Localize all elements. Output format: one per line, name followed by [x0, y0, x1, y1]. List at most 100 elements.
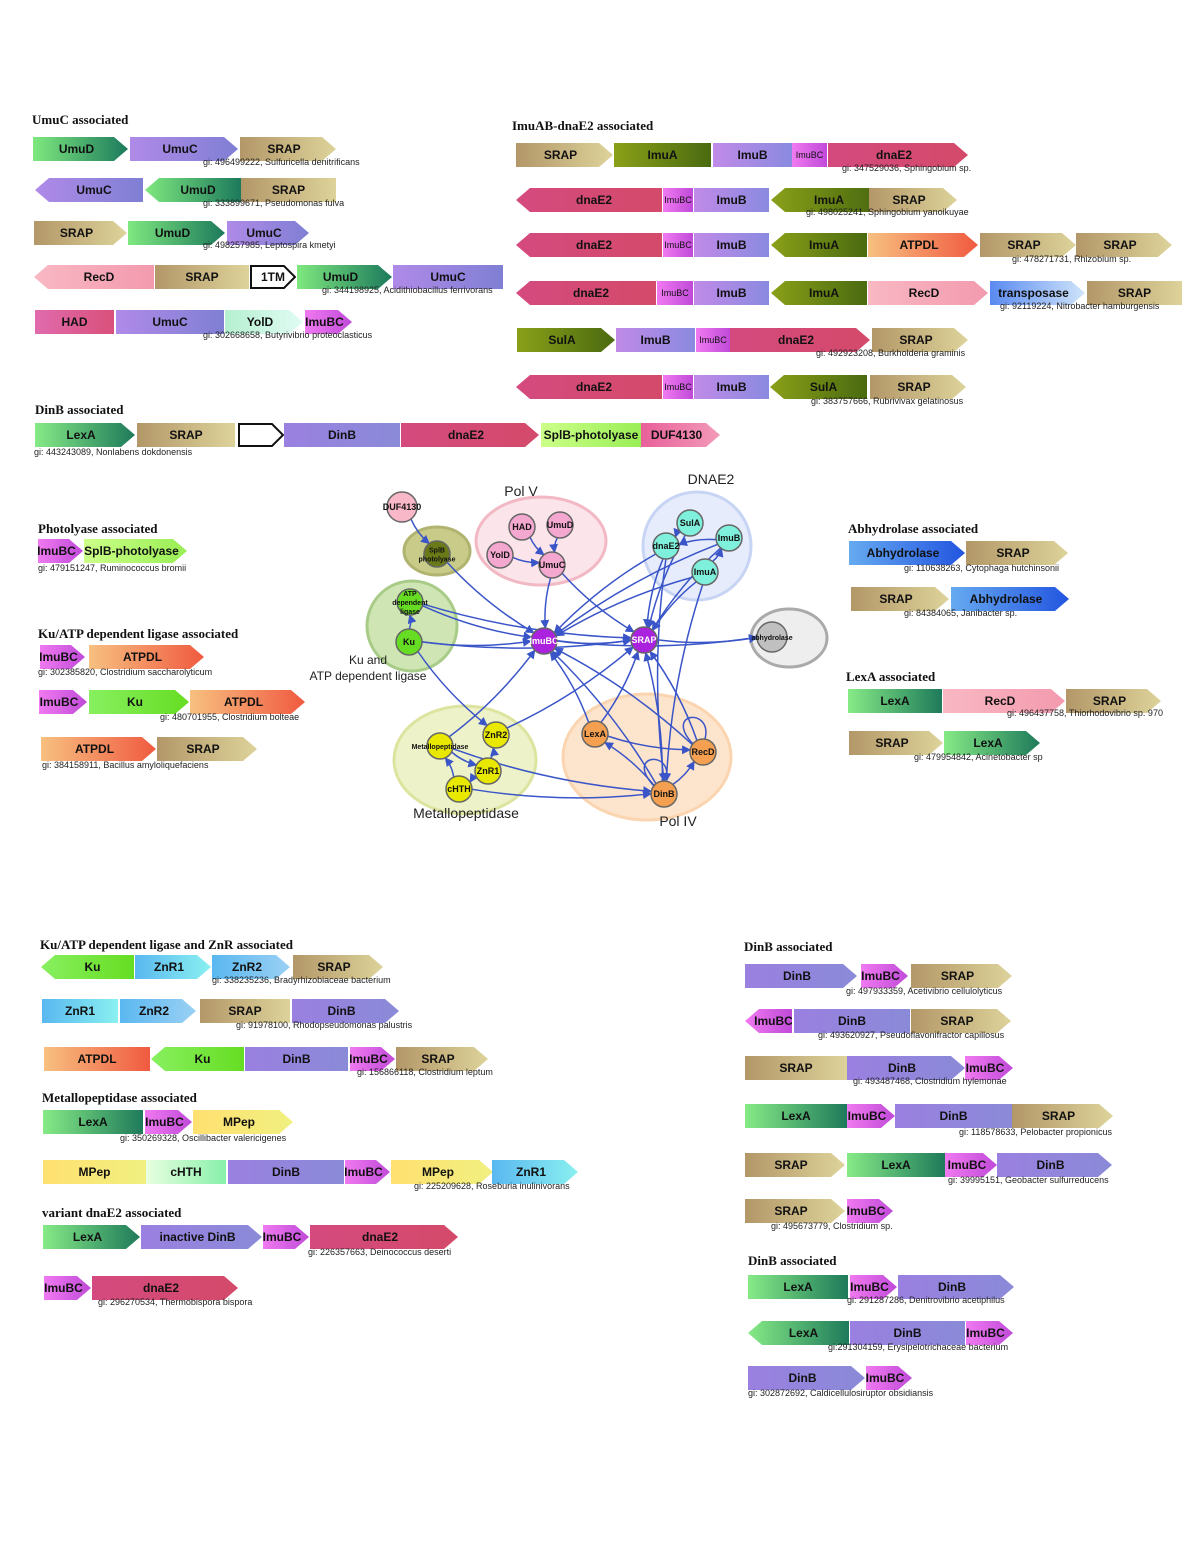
gene-arrow-recd: RecD: [34, 265, 154, 289]
gene-arrow-srap: SRAP: [241, 178, 336, 202]
gene-arrow-srap: SRAP: [1012, 1104, 1113, 1128]
gene-arrow-sula: SulA: [517, 328, 615, 352]
operon-caption: gi: 496499222, Sulfuricella denitrifican…: [203, 157, 360, 167]
operon-caption: gi: 479954842, Acinetobacter sp: [914, 752, 1043, 762]
operon-caption: gi: 498257985, Leptospira kmetyi: [203, 240, 336, 250]
gene-arrow-srap: SRAP: [293, 955, 383, 979]
gene-arrow-imubc: ImuBC: [145, 1110, 192, 1134]
gene-arrow-had: HAD: [35, 310, 114, 334]
operon-caption: gi: 479151247, Ruminococcus bromii: [38, 563, 187, 573]
operon-caption: gi: 496437758, Thiorhodovibrio sp. 970: [1007, 708, 1163, 718]
operon-caption: gi: 344198925, Acidithiobacillus ferrivo…: [322, 285, 493, 295]
gene-arrow-srap: SRAP: [396, 1047, 488, 1071]
gene-arrow-umuc: UmuC: [227, 221, 309, 245]
gene-arrow-imub: ImuB: [694, 188, 769, 212]
operon-caption: gi: 91978100, Rhodopseudomonas palustris: [236, 1020, 413, 1030]
operon-group-title: Photolyase associated: [38, 521, 158, 536]
operon-caption: gi: 480701955, Clostridium bolteae: [160, 712, 300, 722]
gene-arrow-dinb: DinB: [284, 423, 400, 447]
gene-arrow-imubc: ImuBC: [39, 690, 87, 714]
gene-arrow-lexa: LexA: [748, 1275, 848, 1299]
operon-group-title: Ku/ATP dependent ligase and ZnR associat…: [40, 937, 293, 952]
gene-arrow-mpep: MPep: [391, 1160, 493, 1184]
operon-caption: gi: 296270534, Thermobispora bispora: [98, 1297, 253, 1307]
gene-arrow-inactive-dinb: inactive DinB: [141, 1225, 262, 1249]
gene-arrow-lexa: LexA: [43, 1110, 143, 1134]
operon-caption: gi: 493487468, Clostridium hylemonae: [853, 1076, 1007, 1086]
gene-arrow-ku: Ku: [89, 690, 189, 714]
gene-arrow-imubc: ImuBC: [345, 1160, 390, 1184]
gene-arrow-atpdl: ATPDL: [41, 737, 156, 761]
operon-caption: gi: 118578633, Pelobacter propionicus: [959, 1127, 1112, 1137]
gene-arrow-imubc: ImuBC: [696, 328, 730, 352]
gene-arrow-abhydrolase: Abhydrolase: [849, 541, 965, 565]
operon-group-title: Metallopeptidase associated: [42, 1090, 197, 1105]
gene-arrow-umud: UmuD: [297, 265, 392, 289]
gene-arrow-empty: 1TM: [250, 265, 296, 289]
operon-caption: gi: 443243089, Nonlabens dokdonensis: [34, 447, 193, 457]
gene-arrow-lexa: LexA: [944, 731, 1040, 755]
gene-arrow-znr2: ZnR2: [212, 955, 290, 979]
operon-caption: gi: 383757666, Rubrivivax gelatinosus: [811, 396, 964, 406]
gene-arrow-empty: [238, 423, 284, 447]
operon-group-title: variant dnaE2 associated: [42, 1205, 182, 1220]
gene-arrow-dnae2: dnaE2: [828, 143, 968, 167]
gene-arrow-sula: SulA: [770, 375, 867, 399]
gene-arrow-imub: ImuB: [694, 233, 769, 257]
gene-arrow-umuc: UmuC: [35, 178, 143, 202]
operon-caption: gi: 302872692, Caldicellulosiruptor obsi…: [748, 1388, 934, 1398]
operon-caption: gi: 498025241, Sphingobium yanoikuyae: [806, 207, 969, 217]
gene-arrow-imubc: ImuBC: [657, 281, 693, 305]
gene-arrow-imubc: ImuBC: [847, 1104, 895, 1128]
operon-caption: gi: 478271731, Rhizobium sp.: [1012, 254, 1132, 264]
operon-caption: gi: 84384065, Janibacter sp.: [904, 608, 1018, 618]
gene-arrow-chth: cHTH: [146, 1160, 226, 1184]
gene-arrow-imua: ImuA: [771, 233, 867, 257]
gene-arrow-dnae2: dnaE2: [516, 281, 656, 305]
operon-group-title: DinB associated: [744, 939, 833, 954]
operon-group-title: UmuC associated: [32, 112, 129, 127]
gene-arrow-srap: SRAP: [200, 999, 290, 1023]
gene-arrow-srap: SRAP: [966, 541, 1068, 565]
operon-group-title: LexA associated: [846, 669, 936, 684]
operon-group-title: Ku/ATP dependent ligase associated: [38, 626, 239, 641]
gene-arrow-dnae2: dnaE2: [730, 328, 870, 352]
operon-group-title: DinB associated: [35, 402, 124, 417]
gene-arrow-imubc: ImuBC: [663, 188, 693, 212]
gene-arrow-splb-photolyase: SplB-photolyase: [84, 539, 187, 563]
operon-caption: gi: 39995151, Geobacter sulfurreducens: [948, 1175, 1109, 1185]
gene-arrow-imubc: ImuBC: [866, 1366, 912, 1390]
gene-arrow-umuc: UmuC: [116, 310, 224, 334]
gene-arrow-znr1: ZnR1: [135, 955, 211, 979]
gene-arrow-umud: UmuD: [145, 178, 241, 202]
operon-caption: gi: 226357663, Deinococcus deserti: [308, 1247, 452, 1257]
gene-arrow-dinb: DinB: [997, 1153, 1112, 1177]
gene-arrow-imubc: ImuBC: [861, 964, 908, 988]
gene-arrow-imub: ImuB: [694, 375, 769, 399]
gene-arrow-abhydrolase: Abhydrolase: [951, 587, 1069, 611]
gene-arrow-srap: SRAP: [516, 143, 613, 167]
gene-arrow-dinb: DinB: [847, 1056, 965, 1080]
gene-arrow-imubc: ImuBC: [745, 1009, 792, 1033]
operon-caption: gi: 350269328, Oscillibacter valericigen…: [120, 1133, 287, 1143]
gene-arrow-umuc: UmuC: [393, 265, 503, 289]
gene-arrow-znr2: ZnR2: [120, 999, 196, 1023]
gene-arrow-imua: ImuA: [771, 281, 867, 305]
gene-arrow-recd: RecD: [943, 689, 1065, 713]
operon-caption: gi: 347529036, Sphingobium sp.: [842, 163, 972, 173]
gene-arrow-srap: SRAP: [157, 737, 257, 761]
operon-caption: gi: 495673779, Clostridium sp.: [771, 1221, 893, 1231]
gene-arrow-mpep: MPep: [43, 1160, 146, 1184]
operon-caption: gi: 302385820, Clostridium saccharolytic…: [38, 667, 213, 677]
operon-caption: gi: 156866118, Clostridium leptum: [357, 1067, 493, 1077]
gene-arrow-atpdl: ATPDL: [89, 645, 204, 669]
gene-arrow-dinb: DinB: [245, 1047, 348, 1071]
gene-arrow-dnae2: dnaE2: [516, 188, 662, 212]
gene-arrow-lexa: LexA: [847, 1153, 945, 1177]
gene-arrow-imubc: ImuBC: [38, 539, 83, 563]
gene-arrow-transposase: transposase: [990, 281, 1085, 305]
operon-caption: gi: 225209628, Roseburia inulinivorans: [414, 1181, 570, 1191]
gene-arrow-srap: SRAP: [155, 265, 249, 289]
gene-arrow-srap: SRAP: [911, 1009, 1011, 1033]
gene-arrow-ku: Ku: [41, 955, 134, 979]
